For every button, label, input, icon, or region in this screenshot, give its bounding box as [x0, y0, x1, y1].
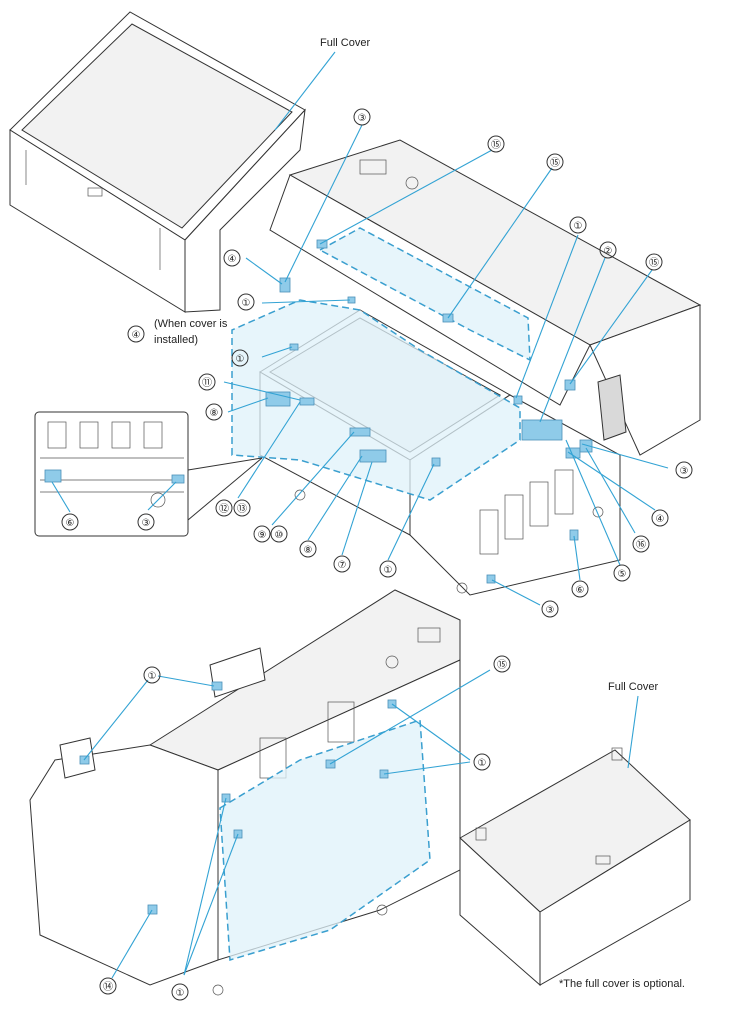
svg-text:③: ③ [680, 466, 689, 477]
full-cover-top-illustration [9, 11, 306, 313]
callout-11: ⑪ [198, 373, 216, 391]
svg-text:⑮: ⑮ [550, 157, 560, 169]
svg-text:④: ④ [132, 330, 141, 341]
callout-15-rear: ⑮ [493, 655, 511, 673]
rear-leader-lines [83, 669, 491, 979]
svg-text:⑥: ⑥ [576, 585, 585, 596]
front-labels [265, 239, 593, 584]
svg-text:⑨: ⑨ [258, 530, 267, 541]
callout-3-bottom: ③ [541, 600, 559, 618]
full-cover-bottom-label: Full Cover [608, 681, 658, 693]
svg-text:⑥: ⑥ [66, 518, 75, 529]
svg-text:④: ④ [228, 254, 237, 265]
callout-3-inset: ③ [137, 513, 155, 531]
front-label-region [231, 299, 521, 501]
svg-text:⑭: ⑭ [103, 981, 113, 993]
rear-label-region [219, 718, 431, 961]
svg-text:①: ① [242, 298, 251, 309]
svg-text:①: ① [478, 758, 487, 769]
callout-1-rear-c: ① [171, 983, 189, 1001]
callout-1-a: ① [237, 293, 255, 311]
svg-text:①: ① [236, 354, 245, 365]
callout-1-b: ① [231, 349, 249, 367]
svg-text:⑮: ⑮ [497, 659, 507, 671]
callout-13: ⑬ [233, 499, 251, 517]
callout-10: ⑩ [270, 525, 288, 543]
callout-4-cover: ④ [127, 325, 145, 343]
callout-6-inset: ⑥ [61, 513, 79, 531]
callout-14: ⑭ [99, 977, 117, 995]
callout-1-right: ① [569, 216, 587, 234]
front-callouts: ③ ⑮ ⑮ ① ② ⑮ ④ ① ④ ① ⑪ ⑧ ⑫ ⑬ ⑨ ⑩ ⑧ ⑦ ① ③ … [61, 108, 693, 618]
svg-text:⑩: ⑩ [275, 530, 284, 541]
callout-16: ⑯ [632, 535, 650, 553]
callout-3-right: ③ [675, 461, 693, 479]
callout-1-c: ① [379, 560, 397, 578]
svg-text:⑬: ⑬ [237, 503, 247, 515]
svg-text:①: ① [176, 988, 185, 999]
callout-4-right: ④ [651, 509, 669, 527]
svg-text:⑪: ⑪ [202, 377, 212, 389]
svg-text:①: ① [384, 565, 393, 576]
svg-text:③: ③ [142, 518, 151, 529]
svg-text:⑫: ⑫ [219, 503, 229, 515]
svg-text:③: ③ [358, 113, 367, 124]
callout-12: ⑫ [215, 499, 233, 517]
callout-4-top: ④ [223, 249, 241, 267]
svg-text:⑧: ⑧ [304, 545, 313, 556]
svg-text:④: ④ [656, 514, 665, 525]
callout-8-left: ⑧ [205, 403, 223, 421]
callout-3-top: ③ [353, 108, 371, 126]
callout-1-rear-b: ① [473, 753, 491, 771]
svg-text:②: ② [604, 246, 613, 257]
callout-6-right: ⑥ [571, 580, 589, 598]
svg-text:⑧: ⑧ [210, 408, 219, 419]
callout-15-a: ⑮ [487, 135, 505, 153]
front-top-label-region [318, 227, 531, 362]
callout-8-mid: ⑧ [299, 540, 317, 558]
when-cover-installed-line1: (When cover is [154, 318, 228, 330]
svg-text:⑤: ⑤ [618, 569, 627, 580]
svg-text:⑦: ⑦ [338, 560, 347, 571]
svg-text:①: ① [574, 221, 583, 232]
svg-text:③: ③ [546, 605, 555, 616]
full-cover-top-label: Full Cover [320, 37, 370, 49]
front-leader-lines [223, 124, 669, 606]
svg-text:①: ① [148, 671, 157, 682]
svg-text:⑮: ⑮ [649, 257, 659, 269]
callout-15-c: ⑮ [645, 253, 663, 271]
inset-detail [34, 411, 263, 537]
callout-1-rear-a: ① [143, 666, 161, 684]
callout-9: ⑨ [253, 525, 271, 543]
callout-7: ⑦ [333, 555, 351, 573]
svg-text:⑮: ⑮ [491, 139, 501, 151]
when-cover-installed-line2: installed) [154, 334, 198, 346]
callout-2: ② [599, 241, 617, 259]
callout-5: ⑤ [613, 564, 631, 582]
callout-15-b: ⑮ [546, 153, 564, 171]
optional-note: *The full cover is optional. [559, 978, 685, 990]
rear-callouts: ① ⑮ ① ⑭ ① [99, 655, 511, 1001]
full-cover-bottom-illustration [459, 747, 691, 987]
svg-text:⑯: ⑯ [636, 539, 646, 551]
